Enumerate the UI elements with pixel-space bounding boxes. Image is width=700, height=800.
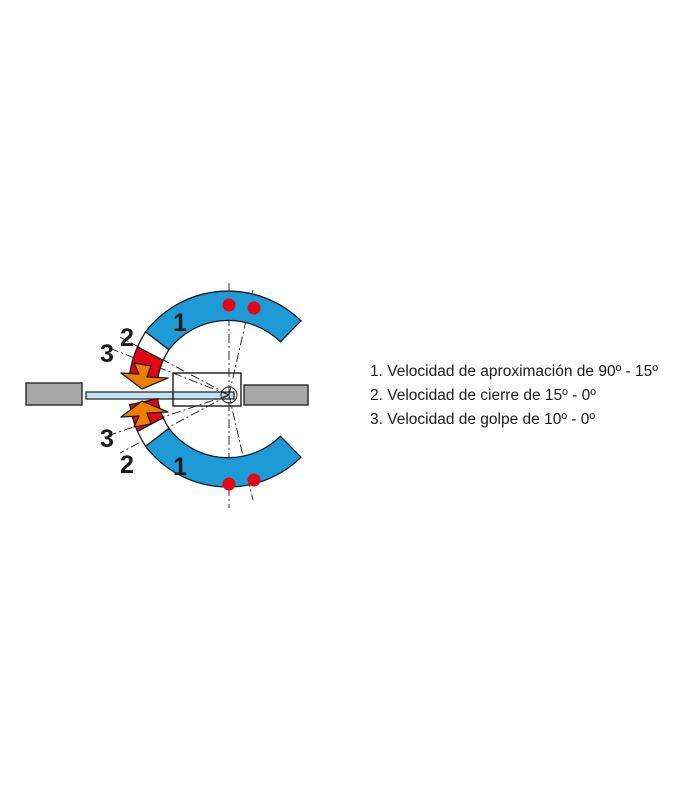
pivot-box [172, 372, 242, 407]
upper-approach-arc [144, 290, 302, 351]
upper-marker-vertical [222, 298, 236, 312]
lower-impact-label: 3 [100, 425, 114, 453]
lower-approach-arc [144, 427, 302, 488]
upper-impact-arrow [120, 362, 169, 390]
lower-closing-label: 2 [120, 451, 134, 479]
shaft [85, 391, 235, 400]
legend-item-approach: 1. Velocidad de aproximación de 90º - 15… [370, 363, 658, 380]
left-bar [25, 382, 83, 406]
speed-legend: 1. Velocidad de aproximación de 90º - 15… [370, 360, 658, 432]
upper-closing-label: 2 [120, 324, 134, 352]
upper-marker-angled [247, 301, 261, 315]
lower-marker-angled [247, 473, 261, 487]
upper-impact-label: 3 [100, 340, 114, 368]
lower-impact-arrow [120, 400, 169, 428]
lower-marker-vertical [222, 477, 236, 491]
right-bar [243, 384, 309, 406]
legend-item-closing: 2. Velocidad de cierre de 15º - 0º [370, 387, 596, 404]
lower-approach-label: 1 [173, 453, 187, 481]
legend-item-impact: 3. Velocidad de golpe de 10º - 0º [370, 411, 596, 428]
upper-approach-label: 1 [173, 309, 187, 337]
